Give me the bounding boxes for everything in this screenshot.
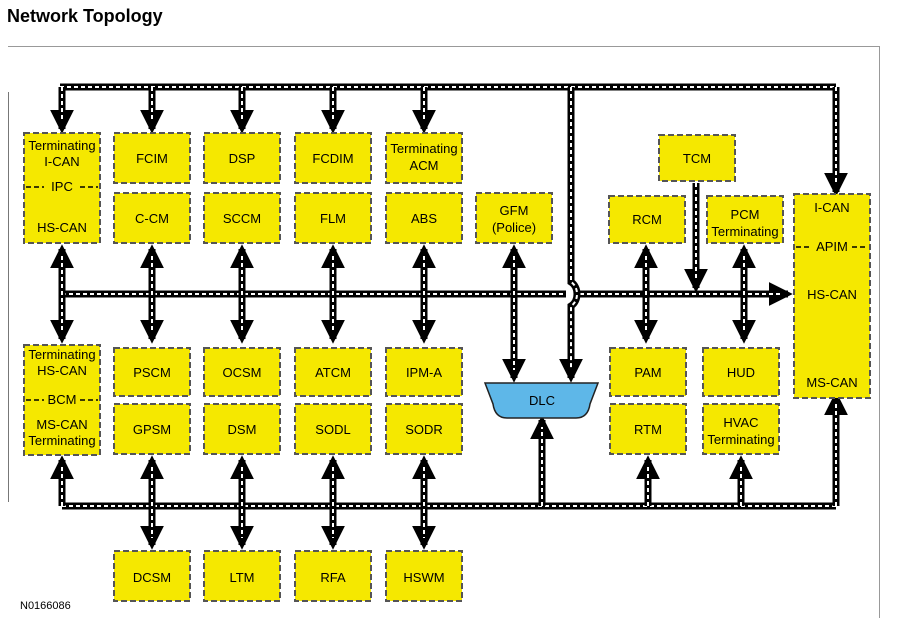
module-dsp: DSP — [203, 132, 281, 184]
module-abs: ABS — [385, 192, 463, 244]
ocsm-label: OCSM — [223, 365, 262, 380]
module-rcm: RCM — [608, 195, 686, 244]
dlc-label: DLC — [529, 393, 555, 408]
fcdim-label: FCDIM — [312, 151, 353, 166]
rcm-label: RCM — [632, 212, 662, 227]
pscm-label: PSCM — [133, 365, 171, 380]
module-sccm: SCCM — [203, 192, 281, 244]
abs-label: ABS — [411, 211, 437, 226]
module-dcsm: DCSM — [113, 550, 191, 602]
ltm-label: LTM — [229, 570, 254, 585]
apim-name: APIM — [816, 239, 848, 254]
module-fcim: FCIM — [113, 132, 191, 184]
ipc-name: IPC — [51, 179, 73, 194]
module-apim: I-CAN APIM HS-CAN MS-CAN — [793, 193, 871, 399]
module-flm: FLM — [294, 192, 372, 244]
tcm-label: TCM — [683, 151, 711, 166]
module-ipc: Terminating I-CAN IPC HS-CAN — [23, 132, 101, 244]
fcim-label: FCIM — [136, 151, 168, 166]
i-can-dlc-line — [559, 87, 583, 383]
sodr-label: SODR — [405, 422, 443, 437]
ipma-label: IPM-A — [406, 365, 442, 380]
pam-label: PAM — [634, 365, 661, 380]
module-pcm: PCM Terminating — [706, 195, 784, 244]
figure-id: N0166086 — [20, 600, 71, 612]
bcm-bottom2-label: Terminating — [28, 433, 95, 448]
apim-mscan-label: MS-CAN — [806, 375, 857, 390]
rtm-label: RTM — [634, 422, 662, 437]
rfa-label: RFA — [320, 570, 346, 585]
module-tcm: TCM — [658, 134, 736, 182]
ipc-bottom-label: HS-CAN — [37, 220, 87, 235]
diagram-frame — [8, 46, 880, 618]
module-dsm: DSM — [203, 403, 281, 455]
ipc-top-label: Terminating — [28, 138, 95, 153]
flm-label: FLM — [320, 211, 346, 226]
bcm-bottom-label: MS-CAN — [36, 417, 87, 432]
hud-label: HUD — [727, 365, 755, 380]
module-atcm: ATCM — [294, 347, 372, 397]
module-fcdim: FCDIM — [294, 132, 372, 184]
frame-left-line — [8, 92, 9, 502]
atcm-label: ATCM — [315, 365, 351, 380]
module-pam: PAM — [609, 347, 687, 397]
module-hswm: HSWM — [385, 550, 463, 602]
module-ltm: LTM — [203, 550, 281, 602]
module-ccm: C-CM — [113, 192, 191, 244]
dsp-label: DSP — [229, 151, 256, 166]
module-rtm: RTM — [609, 403, 687, 455]
module-pscm: PSCM — [113, 347, 191, 397]
connectors — [50, 87, 756, 550]
gpsm-label: GPSM — [133, 422, 171, 437]
module-hud: HUD — [702, 347, 780, 397]
ccm-label: C-CM — [135, 211, 169, 226]
dsm-label: DSM — [228, 422, 257, 437]
hvac-line2: Terminating — [707, 432, 774, 447]
gfm-line1: GFM — [500, 203, 529, 218]
modules: Terminating I-CAN IPC HS-CAN FCIM DSP FC… — [23, 132, 871, 602]
bcm-top2-label: HS-CAN — [37, 363, 87, 378]
module-rfa: RFA — [294, 550, 372, 602]
bus-lines — [60, 83, 848, 510]
bcm-top-label: Terminating — [28, 347, 95, 362]
apim-ican-label: I-CAN — [814, 200, 849, 215]
acm-line2: ACM — [410, 158, 439, 173]
module-ipma: IPM-A — [385, 347, 463, 397]
module-dlc: DLC — [483, 382, 600, 419]
sodl-label: SODL — [315, 422, 350, 437]
hvac-line1: HVAC — [723, 415, 758, 430]
module-acm: Terminating ACM — [385, 132, 463, 184]
page-title: Network Topology — [7, 6, 163, 26]
module-gfm: GFM (Police) — [475, 192, 553, 244]
acm-line1: Terminating — [390, 141, 457, 156]
module-sodl: SODL — [294, 403, 372, 455]
module-ocsm: OCSM — [203, 347, 281, 397]
bcm-name: BCM — [48, 392, 77, 407]
gfm-line2: (Police) — [492, 220, 536, 235]
module-bcm: Terminating HS-CAN BCM MS-CAN Terminatin… — [23, 344, 101, 456]
pcm-line2: Terminating — [711, 224, 778, 239]
module-hvac: HVAC Terminating — [702, 403, 780, 455]
apim-hscan-label: HS-CAN — [807, 287, 857, 302]
module-gpsm: GPSM — [113, 403, 191, 455]
sccm-label: SCCM — [223, 211, 261, 226]
hswm-label: HSWM — [403, 570, 444, 585]
ipc-top2-label: I-CAN — [44, 154, 79, 169]
module-sodr: SODR — [385, 403, 463, 455]
pcm-line1: PCM — [731, 207, 760, 222]
dcsm-label: DCSM — [133, 570, 171, 585]
